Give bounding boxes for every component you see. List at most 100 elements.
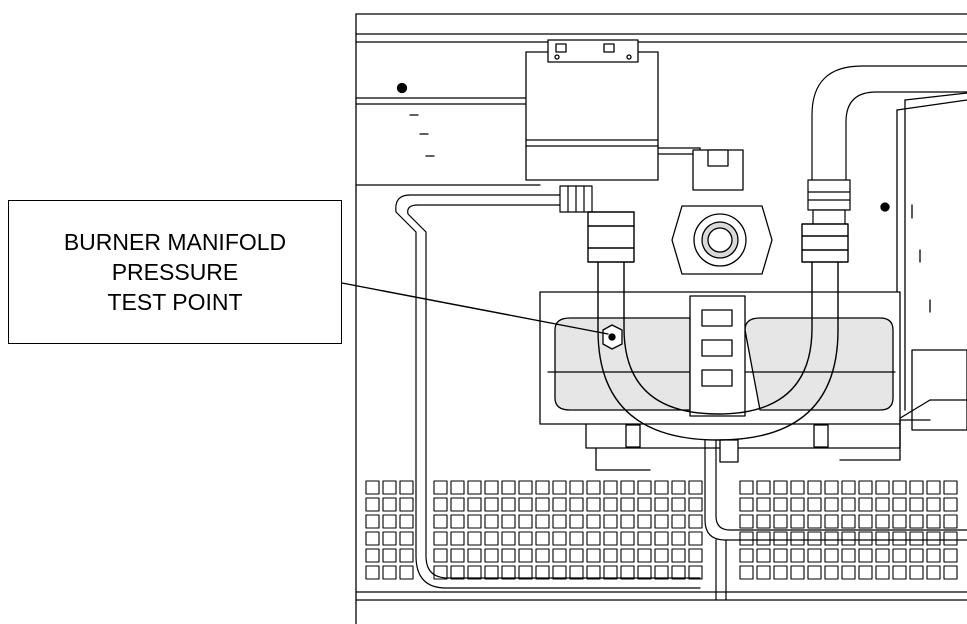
- grille-opening: [603, 480, 618, 495]
- supply-pipe: [807, 65, 967, 227]
- grille-opening: [773, 514, 788, 529]
- grille-opening: [586, 565, 601, 580]
- cabinet-frame: [355, 13, 967, 624]
- grille-opening: [739, 565, 754, 580]
- pilot-supply-tube: [395, 185, 701, 589]
- grille-opening: [535, 514, 550, 529]
- grille-opening: [773, 480, 788, 495]
- grille-opening: [450, 497, 465, 512]
- grille-opening: [824, 531, 839, 546]
- grille-opening: [943, 565, 958, 580]
- grille-opening: [501, 480, 516, 495]
- grille-opening: [756, 531, 771, 546]
- ignition-control-box: [525, 39, 701, 181]
- grille-opening: [501, 565, 516, 580]
- grille-opening: [484, 497, 499, 512]
- grille-opening: [433, 531, 448, 546]
- grille-opening: [671, 548, 686, 563]
- outlet-tube: [704, 439, 967, 601]
- grille-opening: [518, 514, 533, 529]
- grille-opening: [892, 514, 907, 529]
- grille-opening: [365, 480, 380, 495]
- grille-opening: [467, 480, 482, 495]
- grille-opening: [773, 565, 788, 580]
- grille-opening: [620, 565, 635, 580]
- grille-opening: [552, 565, 567, 580]
- grille-opening: [399, 548, 414, 563]
- grille-opening: [603, 497, 618, 512]
- grille-opening: [620, 531, 635, 546]
- grille-opening: [926, 531, 941, 546]
- grille-opening: [603, 565, 618, 580]
- grille-opening: [688, 480, 703, 495]
- grille-opening: [909, 565, 924, 580]
- heat-exchanger-box: [896, 92, 967, 431]
- grille-opening: [807, 514, 822, 529]
- grille-opening: [484, 531, 499, 546]
- grille-opening: [501, 548, 516, 563]
- grille-opening: [433, 480, 448, 495]
- grille-opening: [790, 480, 805, 495]
- test-point-fitting: [602, 324, 623, 350]
- grille-opening: [909, 514, 924, 529]
- grille-opening: [569, 565, 584, 580]
- callout-line-2: PRESSURE: [111, 259, 239, 285]
- grille-opening: [365, 497, 380, 512]
- grille-opening: [807, 497, 822, 512]
- grille-opening: [586, 497, 601, 512]
- grille-opening: [807, 548, 822, 563]
- grille-opening: [807, 480, 822, 495]
- grille-opening: [399, 497, 414, 512]
- fan-grille: [365, 480, 958, 580]
- grille-opening: [382, 480, 397, 495]
- grille-opening: [569, 497, 584, 512]
- grille-opening: [926, 480, 941, 495]
- grille-opening: [552, 548, 567, 563]
- grille-opening: [365, 531, 380, 546]
- grille-opening: [535, 548, 550, 563]
- burner-manifold-u-tube: [587, 211, 849, 441]
- grille-opening: [773, 497, 788, 512]
- grille-opening: [518, 480, 533, 495]
- grille-opening: [637, 497, 652, 512]
- grille-opening: [807, 531, 822, 546]
- grille-opening: [535, 497, 550, 512]
- grille-opening: [450, 514, 465, 529]
- grille-opening: [518, 548, 533, 563]
- grille-opening: [841, 548, 856, 563]
- grille-opening: [875, 531, 890, 546]
- grille-opening: [875, 480, 890, 495]
- grille-opening: [926, 548, 941, 563]
- grille-opening: [654, 497, 669, 512]
- grille-opening: [892, 531, 907, 546]
- grille-opening: [586, 531, 601, 546]
- grille-opening: [926, 565, 941, 580]
- grille-opening: [688, 497, 703, 512]
- grille-opening: [382, 565, 397, 580]
- callout-leader-line: [341, 282, 609, 335]
- grille-opening: [501, 514, 516, 529]
- grille-opening: [654, 514, 669, 529]
- grille-opening: [773, 548, 788, 563]
- grille-opening: [671, 480, 686, 495]
- grille-opening: [535, 480, 550, 495]
- grille-opening: [450, 565, 465, 580]
- grille-opening: [756, 497, 771, 512]
- grille-opening: [518, 565, 533, 580]
- grille-opening: [858, 548, 873, 563]
- grille-opening: [756, 565, 771, 580]
- grille-opening: [909, 531, 924, 546]
- grille-opening: [756, 480, 771, 495]
- grille-opening: [586, 548, 601, 563]
- grille-opening: [365, 548, 380, 563]
- grille-opening: [807, 565, 822, 580]
- grille-opening: [875, 565, 890, 580]
- grille-opening: [875, 497, 890, 512]
- grille-opening: [399, 531, 414, 546]
- grille-opening: [790, 497, 805, 512]
- grille-opening: [637, 548, 652, 563]
- grille-opening: [909, 548, 924, 563]
- grille-opening: [382, 548, 397, 563]
- grille-opening: [620, 480, 635, 495]
